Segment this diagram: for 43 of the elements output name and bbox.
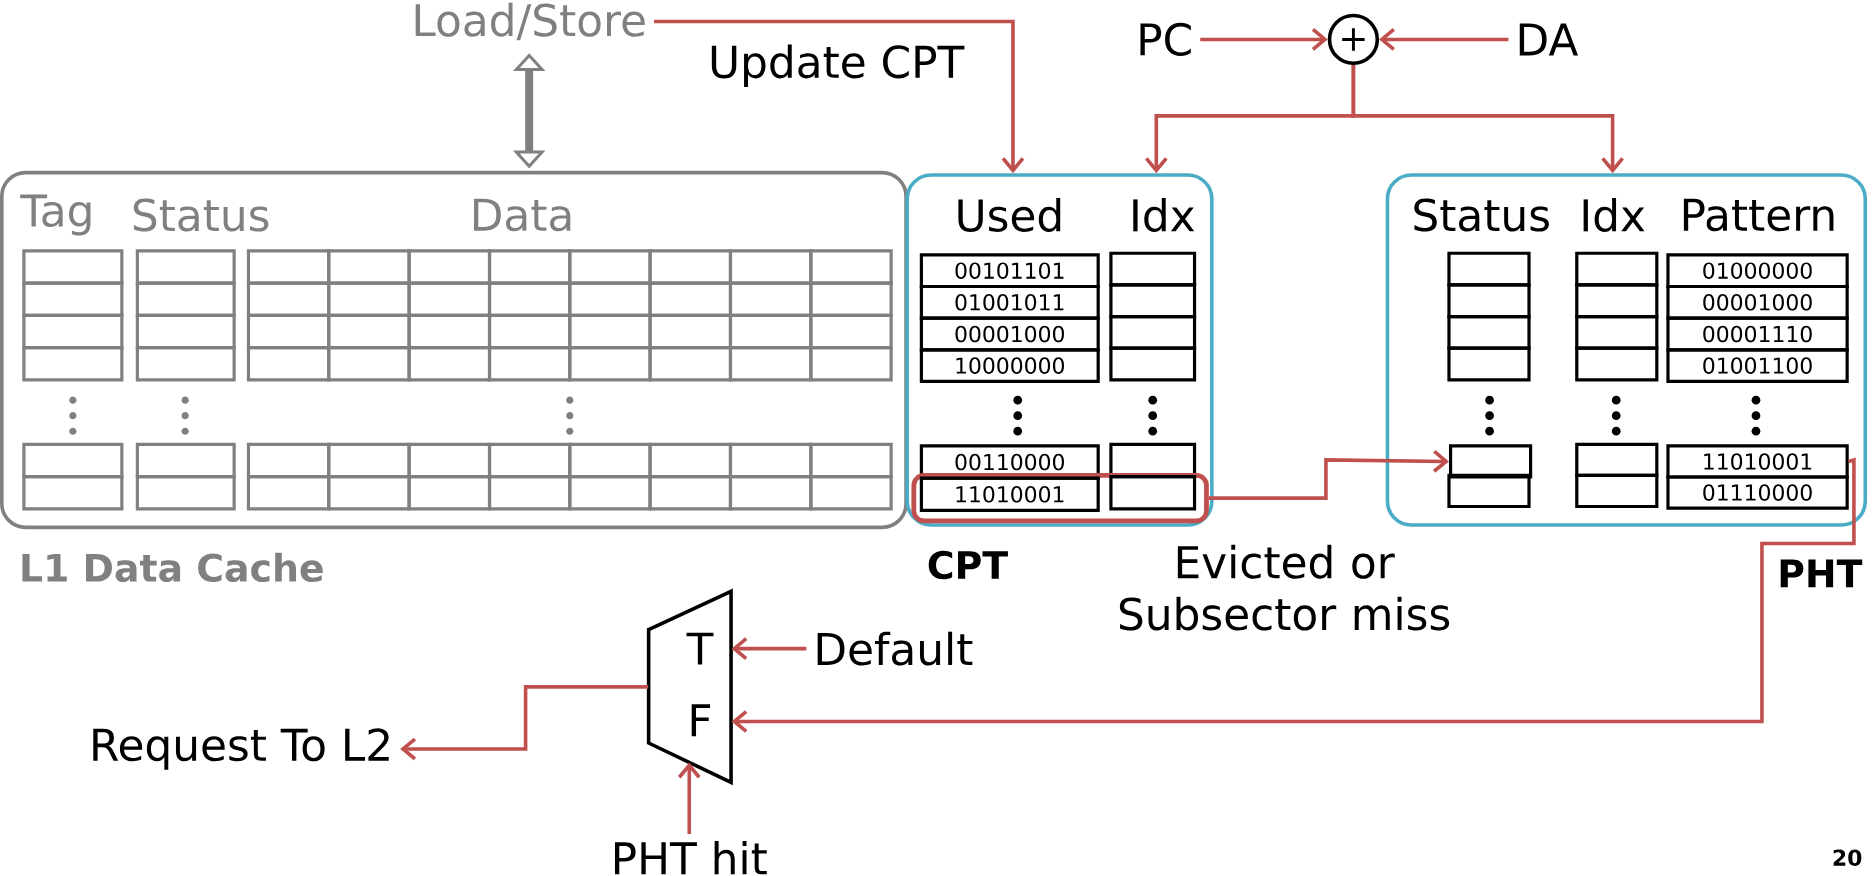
column-header: Data: [474, 198, 571, 232]
signal-label: Default: [817, 631, 973, 666]
column-header: Status: [1414, 198, 1549, 232]
table-cell: 11010001: [919, 476, 1100, 513]
table-cell: 01001011: [919, 285, 1100, 320]
column-header: Pattern: [1683, 198, 1834, 232]
table-cell: 00001110: [1666, 316, 1849, 352]
signal-label: PC: [1140, 23, 1191, 57]
multiplexer: T F: [646, 588, 733, 786]
edge-label: Update CPT: [704, 40, 969, 92]
column-header: Idx: [1133, 198, 1195, 233]
signal-label: Load/Store: [415, 3, 645, 41]
column-header: Tag: [20, 194, 91, 236]
table-cell: 00101101: [919, 253, 1100, 289]
table-cell: 01110000: [1666, 475, 1849, 510]
arrow: [731, 637, 807, 661]
arrow: [1351, 65, 1624, 174]
arrow: [400, 685, 649, 761]
edge-label: Evicted or Subsector miss: [1100, 541, 1468, 635]
table-cell: 01000000: [1666, 253, 1849, 289]
page-number: 20: [1833, 849, 1862, 867]
table-cell: [1448, 444, 1533, 479]
column-header: Idx: [1583, 198, 1645, 233]
table-cell: 11010001: [1666, 444, 1849, 479]
table-title: PHT: [1780, 559, 1863, 588]
table-title: L1 Data Cache: [22, 553, 323, 583]
signal-label: DA: [1519, 23, 1579, 56]
column-header: Used: [958, 198, 1061, 233]
table-cell: 00001000: [919, 316, 1100, 352]
table-cell: 00110000: [919, 444, 1100, 480]
arrow: [731, 457, 1856, 734]
table-cell: 10000000: [919, 348, 1100, 384]
arrow: [1379, 28, 1509, 51]
table-title: CPT: [928, 550, 1008, 580]
arrow: [1208, 450, 1449, 501]
arrow: [1200, 28, 1328, 51]
signal-label: PHT hit: [615, 841, 767, 875]
column-header: Status: [133, 198, 269, 232]
arrow: [654, 19, 1025, 174]
table-cell: 01001100: [1666, 348, 1849, 384]
signal-label: Request To L2: [93, 728, 389, 770]
table-cell: 00001000: [1666, 285, 1849, 320]
arrow: [677, 762, 701, 835]
